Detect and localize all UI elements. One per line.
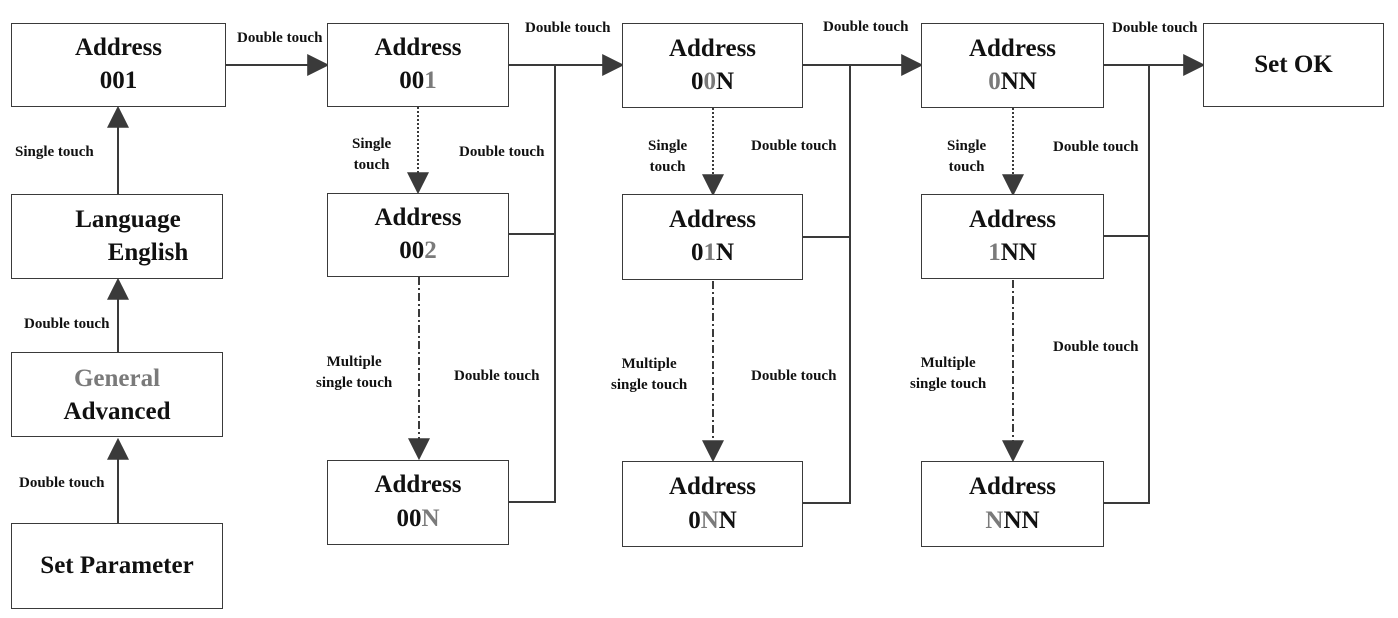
col2-bot-value: 0NN (623, 507, 802, 535)
col2-top-fixed: 0 (690, 68, 704, 95)
col2-top-box[interactable]: Address 00N (622, 23, 803, 108)
label-col2-single: Single touch (648, 136, 687, 178)
col3-mid-title: Address (968, 206, 1057, 233)
label-col1-double-bot: Double touch (454, 368, 540, 384)
col2-bot-edit: N (700, 507, 719, 534)
label-double-touch-main1: Double touch (237, 30, 323, 46)
label-col2-double-mid: Double touch (751, 138, 837, 154)
label-col1-single: Single touch (352, 134, 391, 176)
col2-mid-title: Address (668, 206, 757, 233)
set-ok-box[interactable]: Set OK (1203, 23, 1384, 107)
col2-top-value: 00N (623, 68, 802, 96)
label-double-touch-main4: Double touch (1112, 20, 1198, 36)
col1-bot-value: 00N (328, 505, 508, 533)
col2-mid-edit: 1 (703, 239, 716, 266)
label-col2-multiple: Multiple single touch (611, 354, 687, 396)
address-start-title: Address (74, 34, 163, 61)
col3-mid-box[interactable]: Address 1NN (921, 194, 1104, 279)
set-parameter-box[interactable]: Set Parameter (11, 523, 223, 609)
col2-top-rest: N (715, 68, 735, 95)
col3-top-box[interactable]: Address 0NN (921, 23, 1104, 108)
col2-mid-box[interactable]: Address 01N (622, 194, 803, 280)
language-text: Language (75, 206, 181, 233)
col2-top-title: Address (668, 35, 757, 62)
address-start-box[interactable]: Address 001 (11, 23, 226, 107)
set-ok-text: Set OK (1254, 51, 1333, 78)
col1-top-box[interactable]: Address 001 (327, 23, 509, 107)
label-col3-multiple: Multiple single touch (910, 353, 986, 395)
advanced-text: Advanced (63, 398, 171, 425)
col1-top-value: 001 (328, 67, 508, 95)
label-col2-multiple-l2: single touch (611, 377, 688, 393)
col1-top-title: Address (374, 34, 462, 61)
col2-bot-fixed: 0 (688, 507, 701, 534)
label-col1-double-mid: Double touch (459, 144, 545, 160)
col1-mid-box[interactable]: Address 002 (327, 193, 509, 277)
col1-bot-fixed: 00 (396, 505, 422, 532)
address-start-value: 001 (99, 67, 138, 94)
col3-bot-box[interactable]: Address NNN (921, 461, 1104, 547)
col2-mid-value: 01N (623, 239, 802, 267)
col3-bot-edit: N (985, 507, 1004, 534)
label-col1-multiple-l2: single touch (316, 375, 393, 391)
col1-bot-box[interactable]: Address 00N (327, 460, 509, 545)
label-col3-multiple-l1: Multiple (920, 355, 976, 371)
label-col3-double-bot: Double touch (1053, 339, 1139, 355)
bus-col1-bottom (509, 234, 556, 503)
col3-bot-rest: NN (1003, 507, 1040, 534)
label-col2-single-l2: touch (649, 159, 686, 175)
col3-mid-edit: 1 (988, 239, 1001, 266)
col1-mid-fixed: 00 (399, 237, 425, 264)
label-col2-single-l1: Single (648, 138, 688, 154)
col3-top-value: 0NN (922, 68, 1103, 96)
label-col1-single-l1: Single (352, 136, 392, 152)
general-text: General (73, 365, 161, 392)
col3-top-rest: NN (1000, 68, 1037, 95)
col3-mid-value: 1NN (922, 239, 1103, 267)
language-box[interactable]: Language English (11, 194, 223, 279)
col1-mid-edit: 2 (424, 237, 437, 264)
col2-mid-rest: N (715, 239, 735, 266)
label-col2-double-bot: Double touch (751, 368, 837, 384)
bus-col2-bottom (803, 237, 851, 504)
label-col1-single-l2: touch (353, 157, 390, 173)
label-single-touch-language: Single touch (15, 144, 94, 160)
label-double-touch-setparam: Double touch (19, 475, 105, 491)
general-advanced-box[interactable]: General Advanced (11, 352, 223, 437)
label-col3-single-l2: touch (948, 159, 985, 175)
label-col3-single-l1: Single (947, 138, 987, 154)
col1-mid-value: 002 (328, 237, 508, 265)
label-col3-multiple-l2: single touch (910, 376, 987, 392)
col3-bot-value: NNN (922, 507, 1103, 535)
col3-mid-rest: NN (1000, 239, 1037, 266)
col2-bot-box[interactable]: Address 0NN (622, 461, 803, 547)
col2-bot-title: Address (668, 473, 757, 500)
col3-top-title: Address (968, 35, 1057, 62)
col2-mid-fixed: 0 (690, 239, 704, 266)
label-col1-multiple: Multiple single touch (316, 352, 392, 394)
col1-bot-edit: N (421, 505, 440, 532)
english-text: English (107, 239, 189, 266)
col3-top-edit: 0 (988, 68, 1001, 95)
col1-mid-title: Address (374, 204, 462, 231)
set-parameter-text: Set Parameter (40, 552, 194, 579)
label-col1-multiple-l1: Multiple (326, 354, 382, 370)
label-double-touch-main2: Double touch (525, 20, 611, 36)
col2-top-edit: 0 (703, 68, 716, 95)
label-col2-multiple-l1: Multiple (621, 356, 677, 372)
label-col3-single: Single touch (947, 136, 986, 178)
bus-col3-bottom (1104, 236, 1150, 504)
col1-top-fixed: 00 (399, 67, 425, 94)
col2-bot-rest: N (718, 507, 737, 534)
label-double-touch-main3: Double touch (823, 19, 909, 35)
col1-top-edit: 1 (424, 67, 437, 94)
label-col3-double-mid: Double touch (1053, 139, 1139, 155)
col3-bot-title: Address (968, 473, 1057, 500)
label-double-touch-general: Double touch (24, 316, 110, 332)
col1-bot-title: Address (374, 471, 462, 498)
